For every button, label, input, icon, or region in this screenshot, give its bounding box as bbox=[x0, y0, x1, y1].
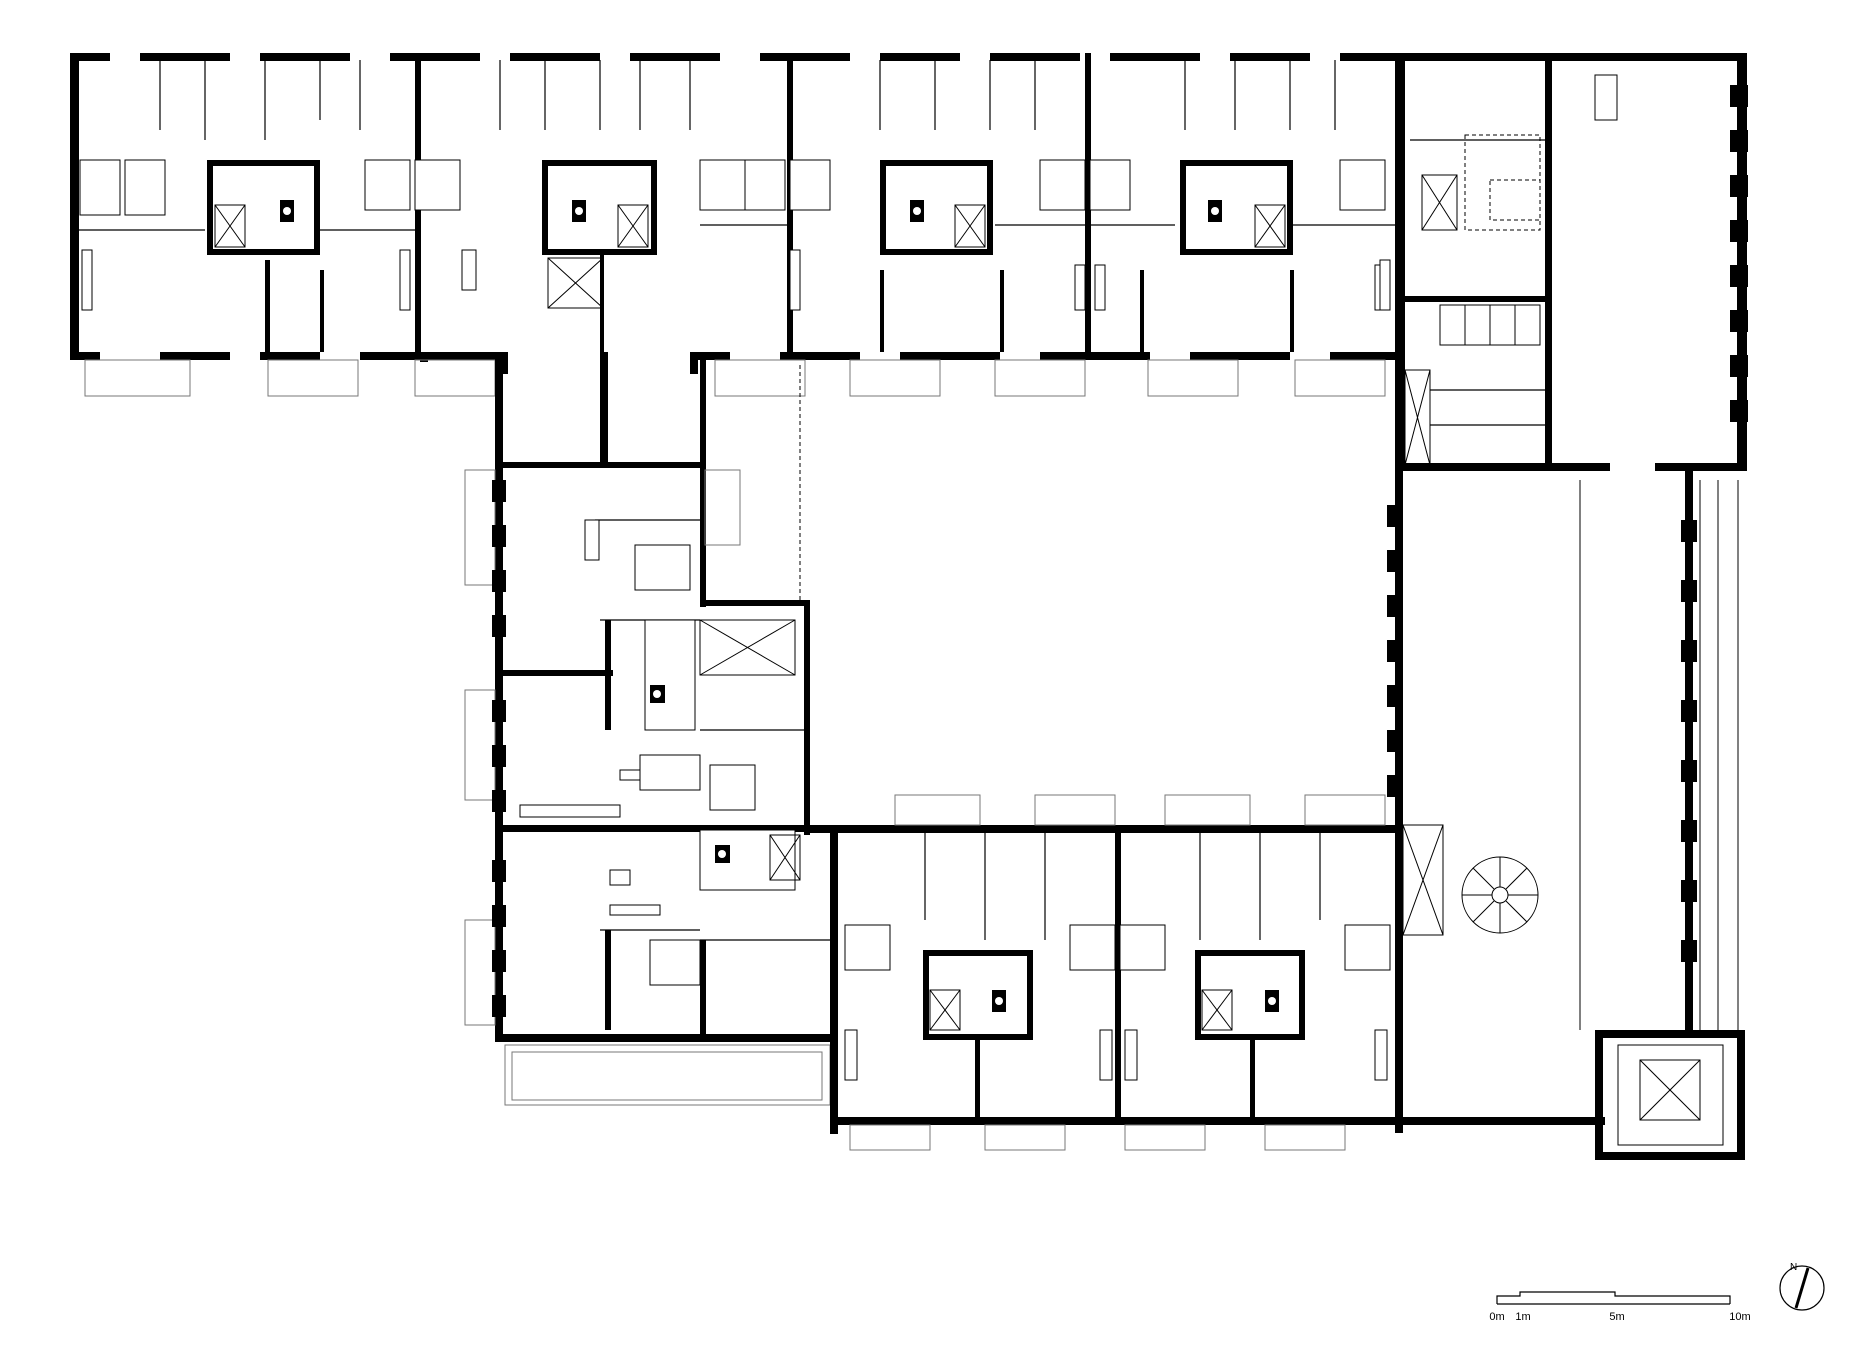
north-label: N bbox=[1790, 1262, 1797, 1273]
north-east-hall bbox=[1395, 53, 1748, 471]
south-wing bbox=[808, 794, 1403, 1151]
west-wing bbox=[464, 352, 838, 1134]
east-hall bbox=[1387, 463, 1745, 1160]
north-arrow-icon: N bbox=[1779, 1262, 1825, 1311]
scale-bar: 0m 1m 5m 10m bbox=[1489, 1291, 1751, 1323]
north-wing bbox=[70, 52, 1405, 397]
scale-label-1: 1m bbox=[1515, 1311, 1530, 1323]
scale-label-10: 10m bbox=[1729, 1311, 1750, 1323]
scale-label-5: 5m bbox=[1609, 1311, 1624, 1323]
scale-label-0: 0m bbox=[1489, 1311, 1504, 1323]
